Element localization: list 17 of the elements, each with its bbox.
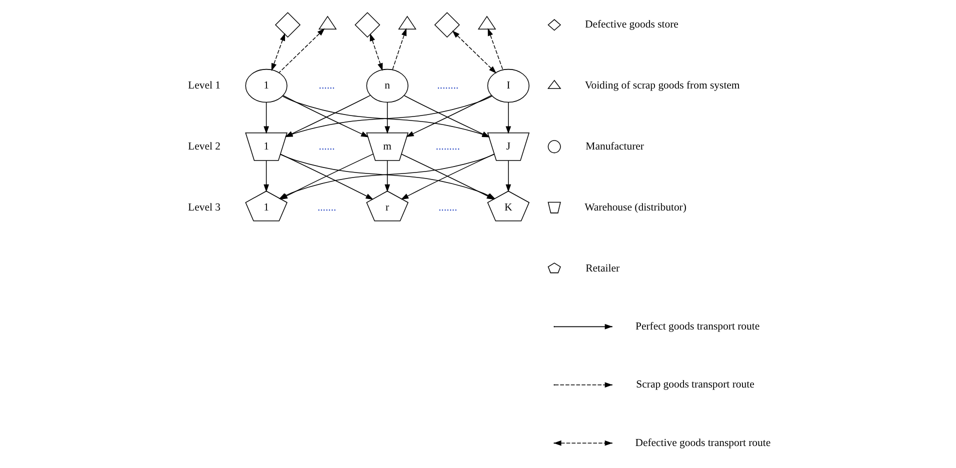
legend-label: Voiding of scrap goods from system — [584, 80, 740, 92]
label: ....... — [438, 201, 457, 214]
legend-label: Scrap goods transport route — [636, 378, 754, 391]
label: ...... — [318, 80, 334, 92]
label: ....... — [316, 201, 336, 214]
legend-label: Retailer — [585, 262, 620, 274]
label: Level 1 — [188, 80, 220, 92]
label: ...... — [318, 140, 334, 153]
legend-label: Defective goods store — [584, 18, 678, 31]
label: Level 2 — [188, 140, 220, 153]
label: ........ — [436, 80, 458, 92]
label: Level 3 — [188, 201, 220, 214]
legend-label: Perfect goods transport route — [635, 320, 760, 333]
legend-label: Manufacturer — [585, 140, 644, 153]
legend-label: Defective goods transport route — [634, 436, 770, 449]
legend-label: Warehouse (distributor) — [584, 201, 686, 214]
label: ......... — [435, 140, 460, 153]
